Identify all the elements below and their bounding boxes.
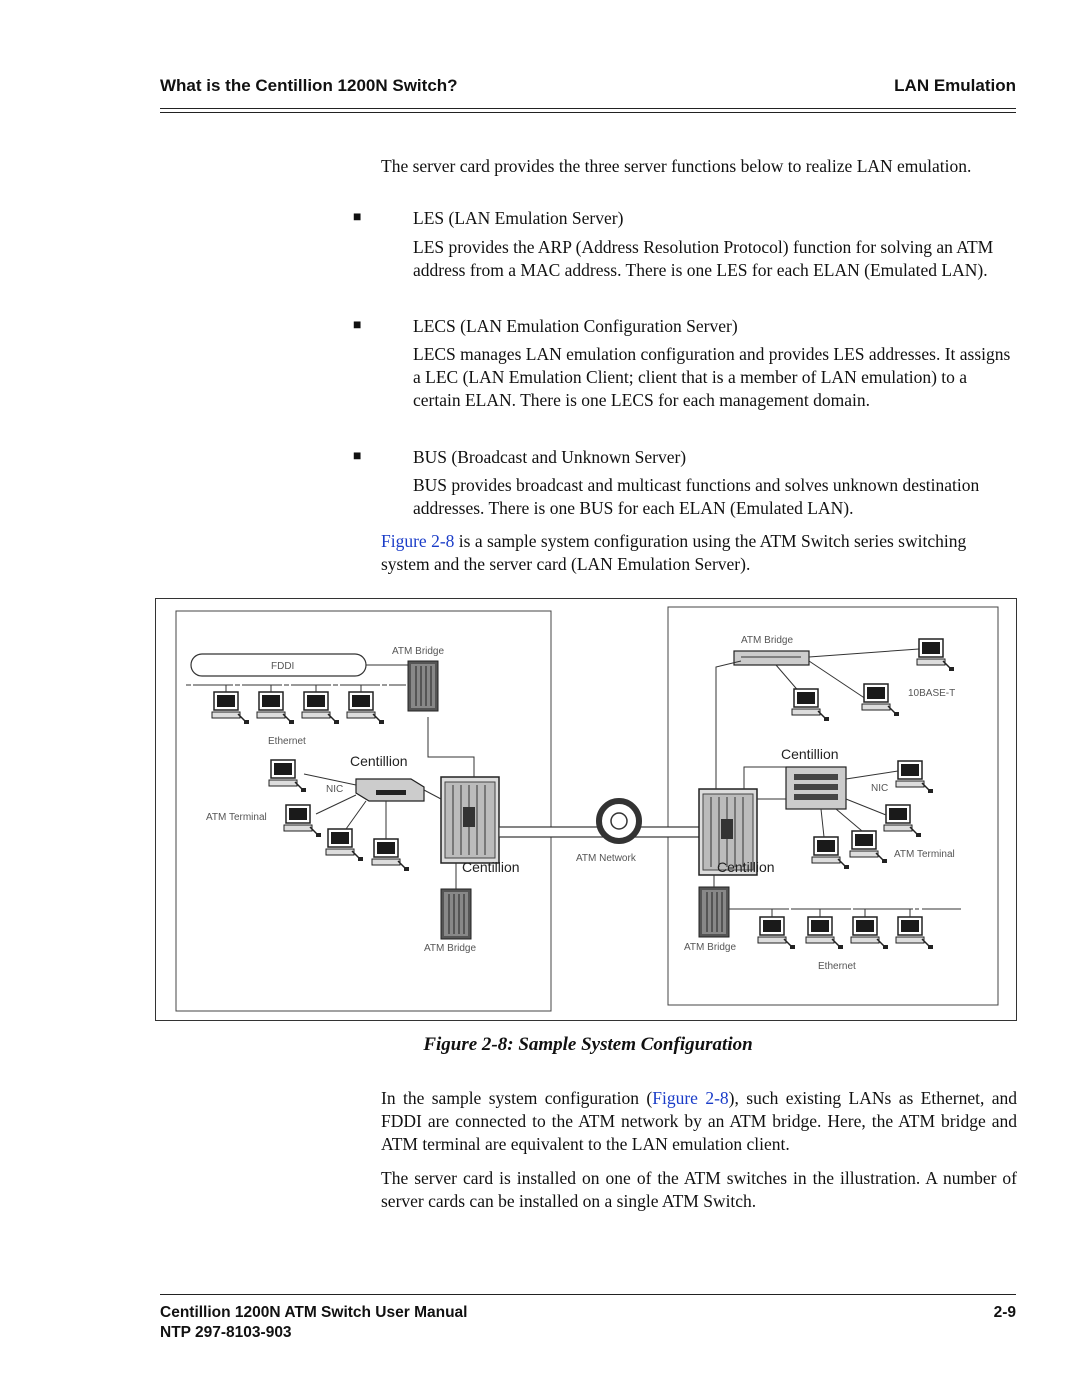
running-header-title: What is the Centillion 1200N Switch? [160,76,458,95]
figure-reference-text: is a sample system configuration using t… [381,531,967,574]
item-bus-description: BUS provides broadcast and multicast fun… [413,475,980,518]
footer-title: Centillion 1200N ATM Switch User Manual [160,1304,468,1321]
bullet-square: ■ [353,210,362,225]
atm-switch-left [440,776,500,864]
workstation [283,804,322,838]
figure-link[interactable]: Figure 2-8 [652,1088,729,1108]
ethernet-label-right: Ethernet [818,961,856,972]
workstation [757,916,796,950]
centillion-label: Centillion [781,746,839,762]
figure-frame: FDDI ATM Bridge Ethernet Centillion NIC … [155,598,1017,1021]
footer-ntp: NTP 297-8103-903 [160,1324,292,1341]
bullet-square: ■ [353,318,362,333]
workstation [268,759,307,793]
intro-paragraph: The server card provides the three serve… [381,156,972,176]
workstation [916,638,955,672]
item-lecs-description: LECS manages LAN emulation configuration… [413,344,1011,410]
10base-t-label: 10BASE-T [908,688,955,699]
atm-bridge-label-bottom-left: ATM Bridge [424,943,476,954]
centillion-label: Centillion [717,859,775,875]
workstation [850,916,889,950]
atm-bridge-device [440,888,472,940]
workstation [346,691,385,725]
atm-bridge-label-top-right: ATM Bridge [741,635,793,646]
workstation [861,683,900,717]
workstation [883,804,922,838]
header-rule [160,108,1016,109]
footer-rule [160,1294,1016,1295]
atm-terminal-label-right: ATM Terminal [894,849,955,860]
item-lecs-title: LECS (LAN Emulation Configuration Server… [413,316,738,336]
workstation [211,691,250,725]
bullet-square: ■ [353,449,362,464]
atm-bridge-label-top-left: ATM Bridge [392,646,444,657]
network-diagram: FDDI ATM Bridge Ethernet Centillion NIC … [175,606,999,1012]
server-card-paragraph: The server card is installed on one of t… [381,1168,1017,1211]
workstation [256,691,295,725]
workstation [805,916,844,950]
figure-link[interactable]: Figure 2-8 [381,531,455,551]
workstation [791,688,830,722]
page-number: 2-9 [993,1304,1016,1321]
figure-caption: Figure 2-8: Sample System Configuration [423,1034,753,1055]
nic-label-right: NIC [871,783,888,794]
nic-label-left: NIC [326,784,343,795]
atm-bridge-device [407,660,439,712]
running-header-section: LAN Emulation [894,76,1016,95]
atm-network-label: ATM Network [576,853,637,864]
atm-bridge-device [698,886,730,938]
item-les-title: LES (LAN Emulation Server) [413,208,624,228]
workstation [301,691,340,725]
workstation [895,760,934,794]
para-text-end: ), such existing LANs as Ethernet, and F… [381,1088,1017,1154]
workstation [811,836,850,870]
sample-config-paragraph: In the sample system configuration (Figu… [381,1087,1017,1156]
fddi-label: FDDI [271,661,294,672]
para-text-start: In the sample system configuration ( [381,1088,653,1108]
centillion-label: Centillion [462,859,520,875]
workstation [895,916,934,950]
atm-bridge-device [733,650,810,666]
workstation [325,828,364,862]
ethernet-label-left: Ethernet [268,736,306,747]
item-bus-title: BUS (Broadcast and Unknown Server) [413,447,687,467]
figure-reference-paragraph: Figure 2-8 is a sample system configurat… [381,530,1017,576]
workstation [371,838,410,872]
header-rule-double [160,112,1016,113]
workstation [849,830,888,864]
atm-terminal-label-left: ATM Terminal [206,812,267,823]
centillion-label: Centillion [350,753,408,769]
atm-bridge-label-bottom-right: ATM Bridge [684,942,736,953]
item-les-description: LES provides the ARP (Address Resolution… [413,237,994,280]
